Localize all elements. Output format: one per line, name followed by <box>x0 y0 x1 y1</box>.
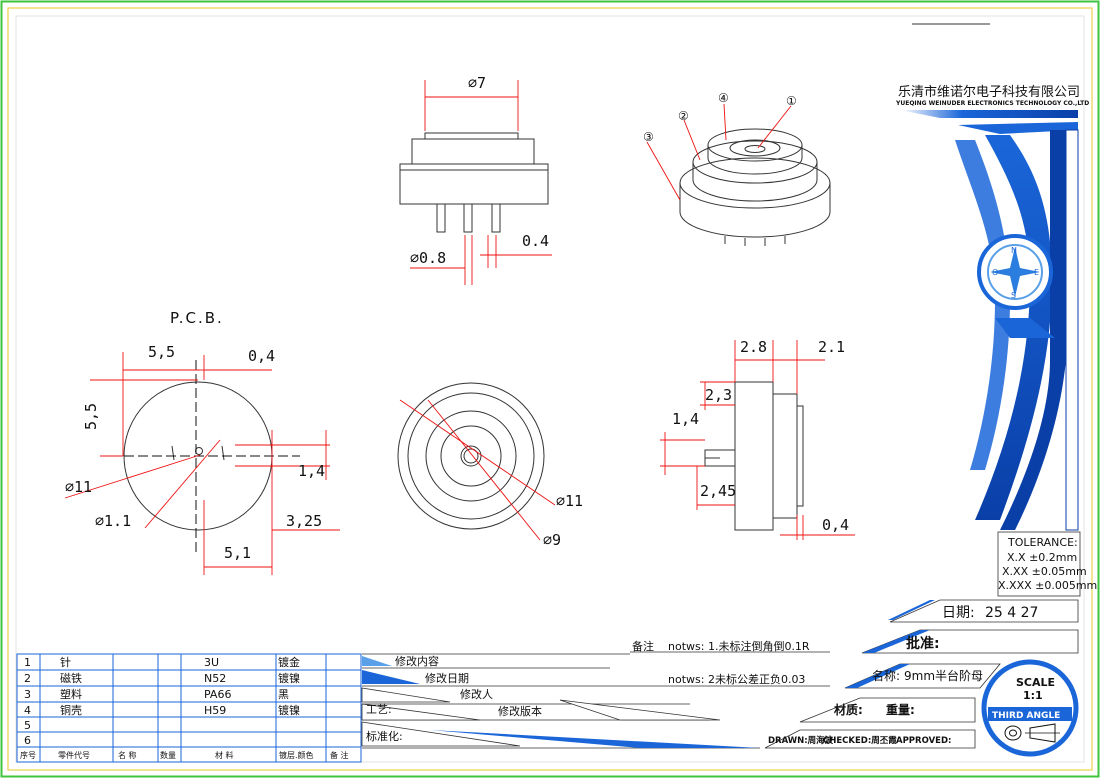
tolerance-line-2: X.XX ±0.05mm <box>1002 565 1087 578</box>
notes-block <box>361 651 830 749</box>
company-name-en: YUEQING WEINUDER ELECTRONICS TECHNOLOGY … <box>895 100 1089 107</box>
drawn-by: DRAWN:周海波 <box>768 735 834 746</box>
bom-cell-no: 3 <box>24 688 31 701</box>
pcb-dim-0-4: 0,4 <box>248 347 275 365</box>
scale-badge <box>981 659 1079 757</box>
tolerance-title: TOLERANCE: <box>1007 536 1078 549</box>
company-name-cn: 乐清市维诺尔电子科技有限公司 <box>898 84 1080 100</box>
bom-cell-name: 铜壳 <box>60 703 82 717</box>
bom-cell-name: 磁铁 <box>60 672 82 685</box>
pcb-dim-5-5-v: 5,5 <box>82 403 100 430</box>
bom-cell-finish: 黑 <box>278 688 289 701</box>
scale-label: SCALE <box>1016 676 1055 689</box>
balloon-2: ② <box>678 109 689 123</box>
revision-content-label: 修改内容 <box>395 654 439 668</box>
front-pin-dia-label: ⌀0.8 <box>410 249 446 267</box>
pcb-dim-5-1: 5,1 <box>224 544 251 562</box>
side-dim-2-8: 2.8 <box>740 338 767 356</box>
third-angle-label: THIRD ANGLE <box>992 711 1060 721</box>
side-dim-1-4: 1,4 <box>672 410 699 428</box>
pcb-dim-dia-1-1: ⌀1.1 <box>95 512 131 530</box>
svg-text:S: S <box>1011 291 1016 300</box>
standard-label: 标准化: <box>366 729 403 743</box>
bom-cell-no: 1 <box>24 656 31 669</box>
checked-by: CHECKED:周丕霞 <box>823 735 897 746</box>
bom-cell-finish: 镀镍 <box>278 671 300 685</box>
frame-border <box>15 15 1085 763</box>
bom-header-name: 名 称 <box>118 750 137 760</box>
pcb-dim-dia-11: ⌀11 <box>65 478 92 496</box>
top-dim-dia-11: ⌀11 <box>556 492 583 510</box>
bom-cell-name: 针 <box>60 655 71 669</box>
side-dim-2-1: 2.1 <box>818 338 845 356</box>
material-label: 材质: <box>833 702 863 717</box>
pcb-dim-5-5-h: 5,5 <box>148 343 175 361</box>
bom-cell-no: 6 <box>24 734 31 747</box>
pcb-title: P.C.B. <box>170 309 224 327</box>
front-dia-label: ⌀7 <box>468 74 486 92</box>
bom-cell-no: 5 <box>24 719 31 732</box>
side-dim-0-4: 0,4 <box>822 516 849 534</box>
bom-cell-material: 3U <box>204 656 219 669</box>
bom-cell-material: H59 <box>204 704 226 717</box>
pcb-view <box>64 352 340 575</box>
product-value: 9mm半台阶母 <box>904 668 983 683</box>
revision-date-label: 修改日期 <box>425 671 469 685</box>
tolerance-box: TOLERANCE: X.X ±0.2mm X.XX ±0.05mm X.XXX… <box>997 531 1097 597</box>
tolerance-line-3: X.XXX ±0.005mm <box>998 579 1097 592</box>
process-label: 工艺: <box>366 703 392 716</box>
bom-table <box>16 653 362 763</box>
bom-cell-no: 2 <box>24 672 31 685</box>
bom-rows: 1 针 3U 镀金 2 磁铁 N52 镀镍 3 塑料 PA66 黑 4 铜壳 H59 镀镍 5 6 <box>24 655 300 747</box>
approved-by: APPROVED: <box>896 736 951 746</box>
bom-header-no: 序号 <box>20 750 36 760</box>
iso-view <box>646 103 831 246</box>
decor-swoosh: N S O E <box>900 110 1079 531</box>
pcb-dim-1-4: 1,4 <box>298 462 325 480</box>
top-dim-dia-9: ⌀9 <box>543 531 561 549</box>
revision-person-label: 修改人 <box>460 687 493 701</box>
revision-version-label: 修改版本 <box>498 704 542 718</box>
bom-cell-no: 4 <box>24 704 31 717</box>
notes-line-1: notws: 1.未标注倒角倒0.1R <box>668 639 810 653</box>
notes-line-2: notws: 2未标公差正负0.03 <box>668 672 805 686</box>
bom-cell-finish: 镀镍 <box>278 703 300 717</box>
side-view <box>660 340 855 540</box>
bom-header-qty: 数量 <box>160 750 176 760</box>
bom-cell-material: N52 <box>204 672 226 685</box>
scale-value: 1:1 <box>1023 689 1043 702</box>
balloon-4: ④ <box>718 91 729 105</box>
pcb-dim-3-25: 3,25 <box>286 512 322 530</box>
title-stripes <box>764 599 1079 749</box>
tolerance-line-1: X.X ±0.2mm <box>1007 551 1077 564</box>
bom-header: 序号 零件代号 名 称 数量 材 料 镀层.颜色 备 注 <box>20 750 349 760</box>
date-label: 日期: <box>942 605 975 621</box>
top-view <box>397 382 556 541</box>
bom-cell-material: PA66 <box>204 688 231 701</box>
front-gap-label: 0.4 <box>522 232 549 250</box>
inner-border <box>7 7 1093 771</box>
bom-cell-finish: 镀金 <box>278 655 300 669</box>
side-dim-2-3: 2,3 <box>705 386 732 404</box>
approve-label: 批准: <box>906 635 940 652</box>
svg-text:E: E <box>1034 268 1039 277</box>
notes-label: 备注 <box>632 639 654 653</box>
weight-label: 重量: <box>886 702 915 717</box>
front-view <box>399 80 552 285</box>
balloon-1: ① <box>786 94 797 108</box>
bom-header-remark: 备 注 <box>330 750 349 760</box>
product-label: 名称: <box>872 668 900 683</box>
svg-text:O: O <box>992 268 998 277</box>
date-value: 25 4 27 <box>985 605 1038 621</box>
side-dim-2-45: 2,45 <box>700 482 736 500</box>
bom-header-finish: 镀层.颜色 <box>279 750 314 760</box>
bom-cell-name: 塑料 <box>60 687 82 701</box>
svg-text:N: N <box>1011 246 1017 255</box>
bom-header-material: 材 料 <box>215 750 234 760</box>
bom-header-part: 零件代号 <box>58 750 90 760</box>
balloon-3: ③ <box>643 130 654 144</box>
